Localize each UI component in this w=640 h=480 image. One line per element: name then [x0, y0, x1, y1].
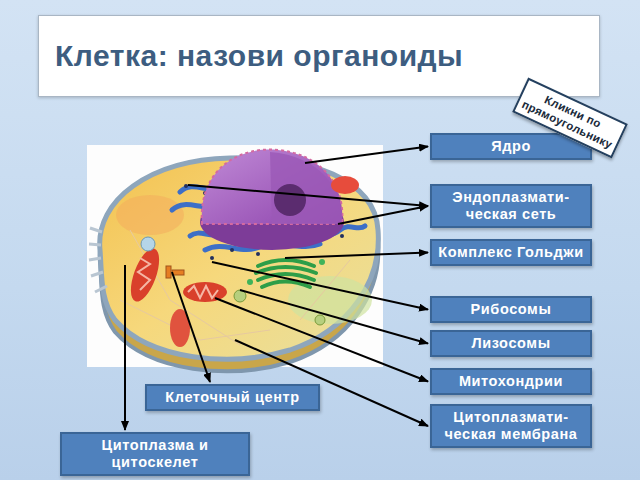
box-label: Цитоплазма и цитоскелет [67, 437, 243, 471]
microvilli [89, 228, 107, 292]
organelle-box: Цитоплазмати-ческая мембрана [430, 404, 592, 448]
cytoskeleton [120, 230, 350, 345]
box-label: Лизосомы [437, 335, 585, 352]
organelle-box: Лизосомы [430, 330, 592, 357]
box-label: Ядро [437, 138, 585, 155]
box-label: Эндоплазмати-ческая сеть [437, 189, 585, 223]
organelle-box: Эндоплазмати-ческая сеть [430, 184, 592, 228]
box-label: Клеточный центр [152, 389, 313, 406]
leader-line [305, 147, 428, 164]
box-label: Митохондрии [437, 373, 585, 390]
leader-line [172, 272, 210, 382]
centrioles [166, 266, 184, 278]
organelle-box: Рибосомы [430, 296, 592, 323]
leader-line [215, 298, 428, 382]
organelle-box: Цитоплазма и цитоскелет [60, 432, 250, 476]
title-box: Клетка: назови органоиды [38, 15, 600, 97]
organelle-box: Клеточный центр [145, 384, 320, 411]
leader-line [338, 206, 428, 224]
box-label: Цитоплазмати-ческая мембрана [437, 409, 585, 443]
leader-line [124, 265, 126, 430]
box-label: Рибосомы [437, 301, 585, 318]
organelle-box: Комплекс Гольджи [430, 239, 592, 266]
mitochondria [125, 176, 359, 347]
nucleolus [274, 184, 306, 216]
box-label: Комплекс Гольджи [437, 244, 585, 261]
cytoplasm-patch [116, 195, 184, 235]
title-text: Клетка: назови органоиды [39, 39, 463, 73]
organelle-box: Митохондрии [430, 368, 592, 395]
leader-line [240, 290, 428, 344]
leader-line [188, 185, 428, 206]
leader-line [285, 253, 428, 259]
leader-line [212, 262, 428, 310]
leader-line [235, 340, 428, 426]
